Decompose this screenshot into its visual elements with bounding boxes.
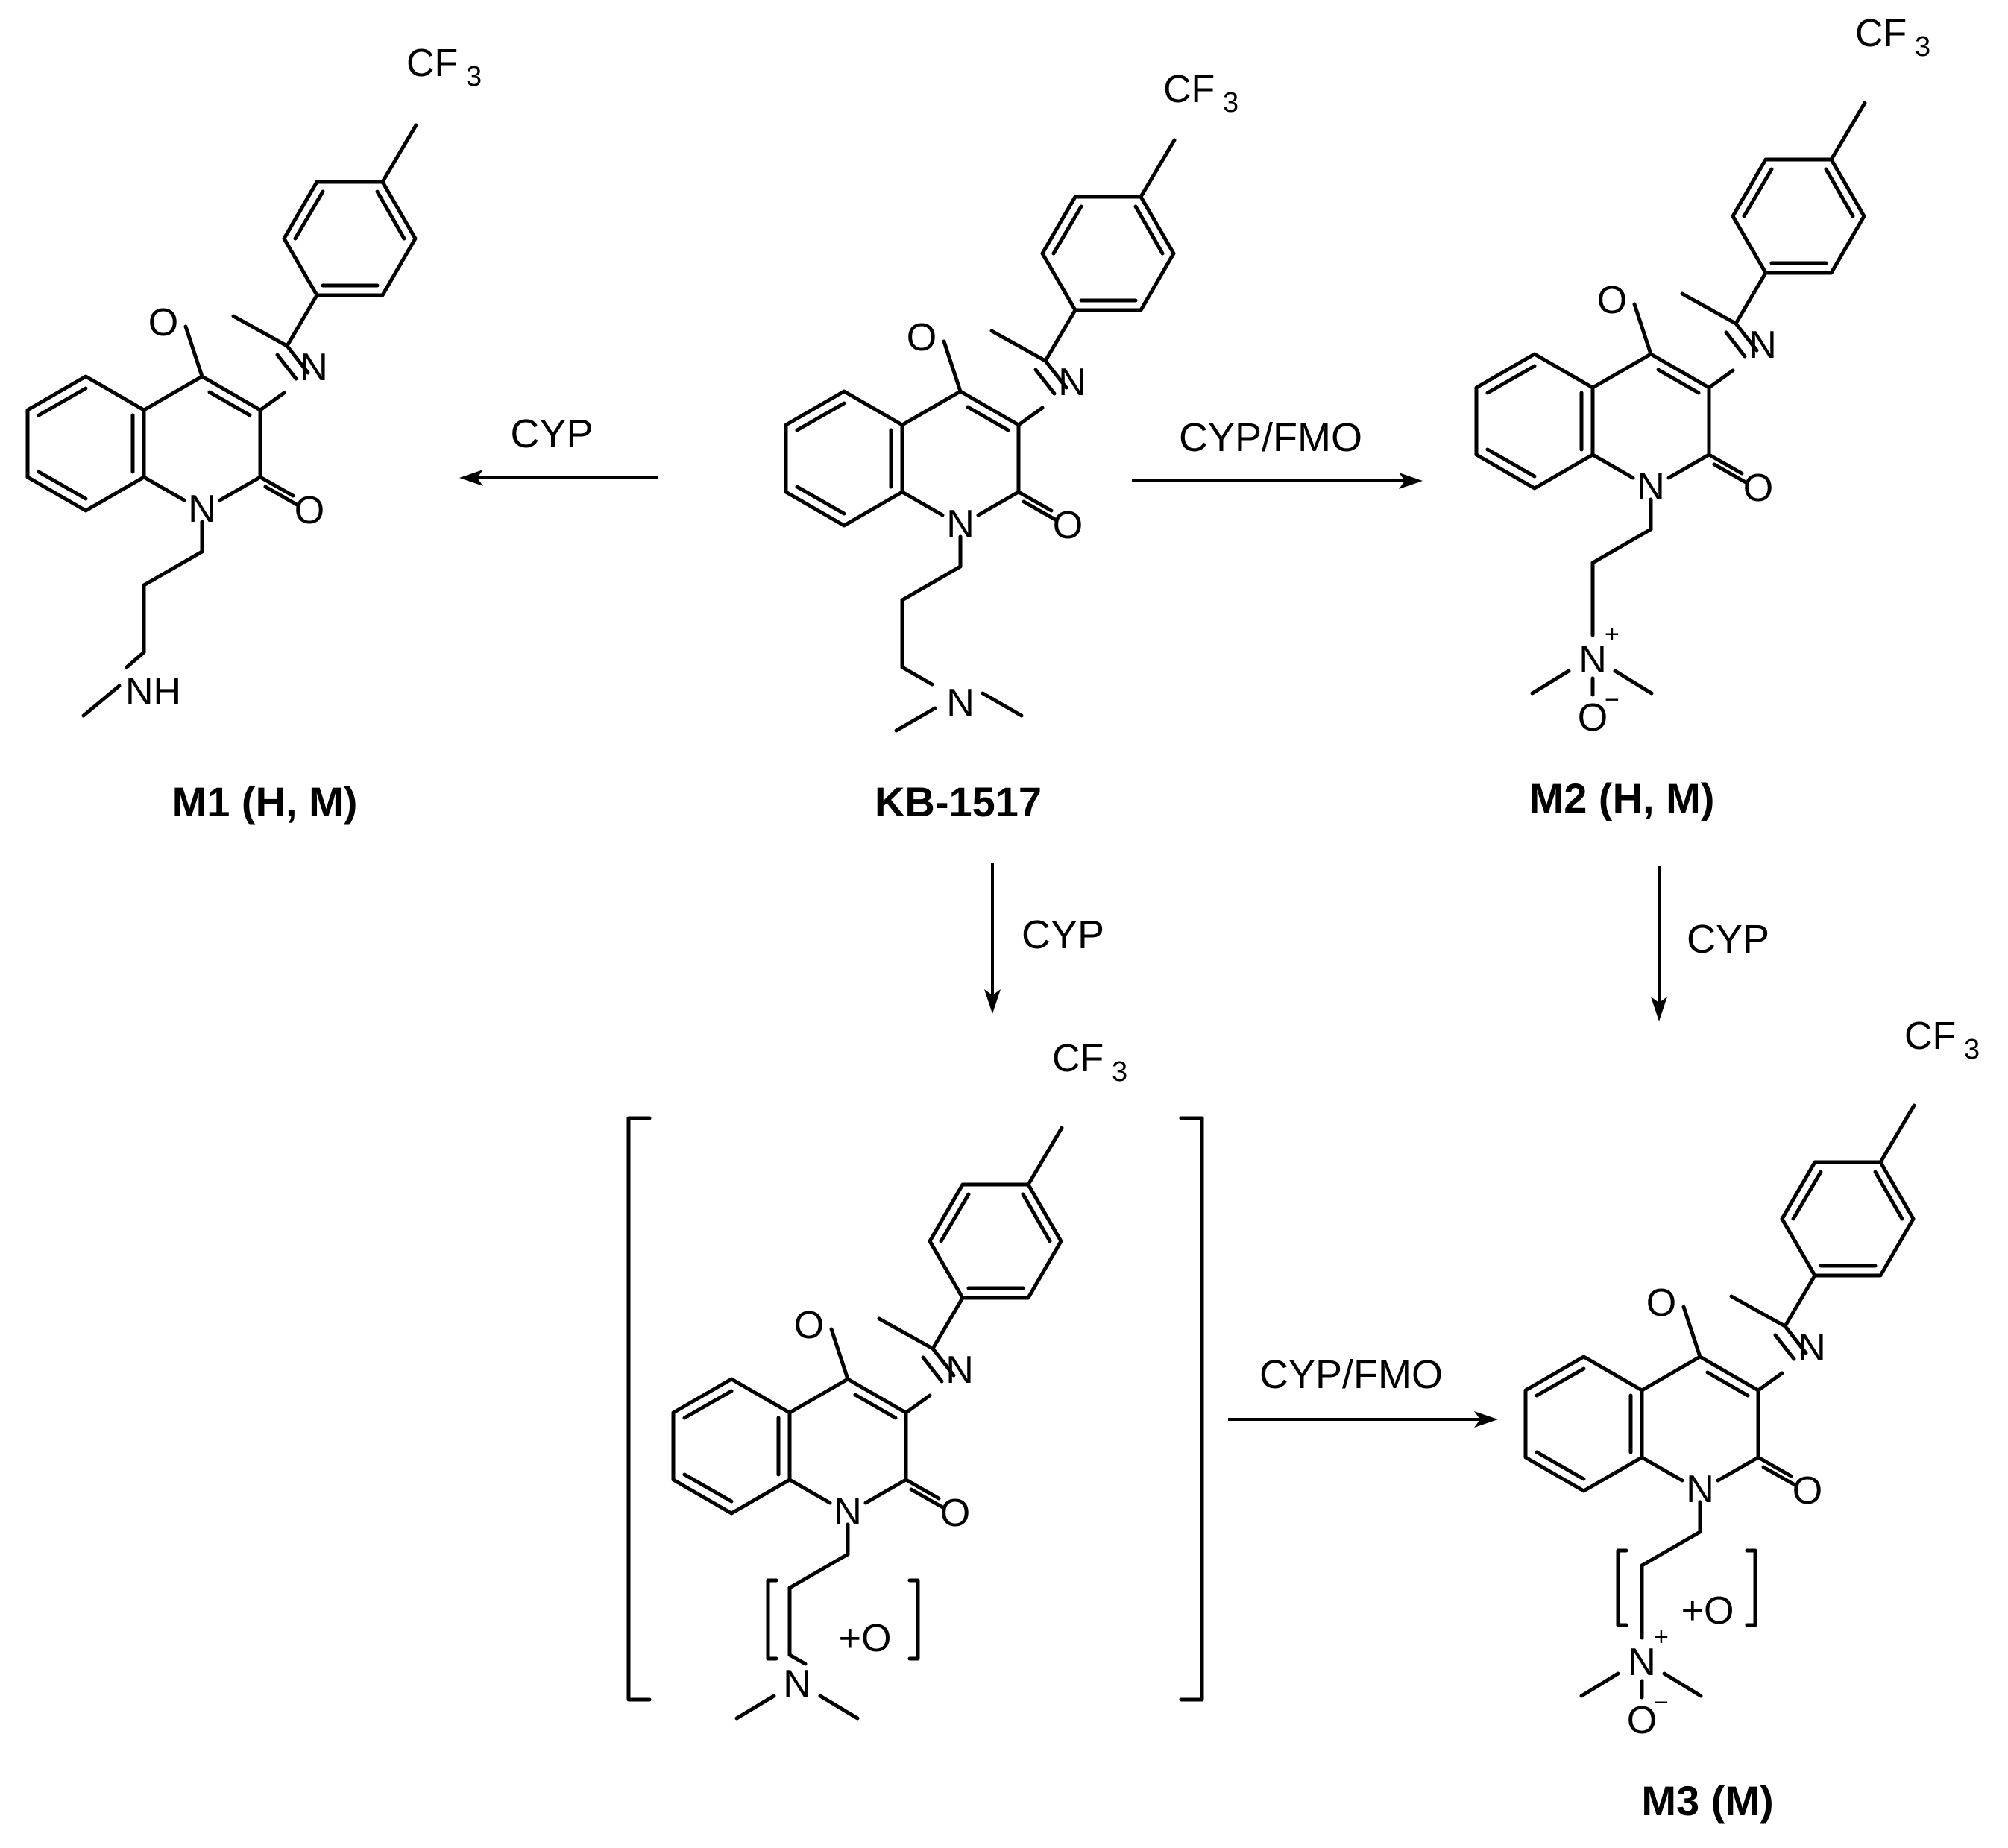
atom-subscript: 3	[466, 61, 482, 92]
label-m2: M2 (H, M)	[1529, 775, 1715, 821]
charge-minus: −	[1605, 686, 1620, 714]
atom-n: N	[946, 681, 975, 725]
condition-m2-to-m3: CYP	[1687, 917, 1769, 962]
atom-cf: CF	[1052, 1037, 1104, 1080]
atom-labels-intermediate: N O O N CF 3 N +O	[783, 1037, 1127, 1706]
atom-o: O	[940, 1492, 970, 1535]
molecule-kb-1517	[784, 138, 1177, 733]
atom-n: N	[945, 1349, 974, 1392]
atom-subscript: 3	[1964, 1034, 1980, 1065]
condition-to-intermediate: CYP	[1022, 912, 1104, 957]
atom-o: O	[148, 301, 178, 344]
atom-n: N	[834, 1490, 862, 1533]
charge-plus: +	[1654, 1623, 1669, 1651]
atom-cf: CF	[1163, 68, 1215, 111]
charge-minus: −	[1654, 1688, 1669, 1717]
condition-intermediate-to-m3: CYP/FMO	[1259, 1352, 1443, 1397]
atom-labels-kb-1517: N O O N CF 3 N	[907, 68, 1239, 725]
atom-o: O	[1597, 279, 1627, 322]
atom-n: N	[1798, 1326, 1826, 1369]
atom-n: N	[300, 346, 328, 389]
atom-n-plus: N	[1628, 1641, 1656, 1684]
atom-o-minus: O	[1578, 696, 1608, 739]
molecule-intermediate	[626, 1116, 1204, 1721]
condition-to-m1: CYP	[510, 411, 593, 456]
atom-n: N	[1637, 465, 1665, 508]
atom-subscript: 3	[1223, 87, 1239, 119]
atom-o: O	[1793, 1469, 1822, 1513]
atom-o: O	[794, 1304, 824, 1347]
atom-n: N	[1749, 324, 1777, 367]
atom-subscript: 3	[1112, 1056, 1127, 1088]
atom-n: N	[783, 1662, 811, 1706]
arrowhead	[1651, 997, 1667, 1021]
arrowhead	[1474, 1411, 1498, 1428]
atom-n: N	[946, 502, 975, 546]
atom-labels-m3: N O O N CF 3 +O N + O −	[1627, 1015, 1980, 1742]
atom-o: O	[1646, 1281, 1676, 1325]
arrowhead	[1399, 473, 1423, 489]
atom-o: O	[1743, 467, 1773, 510]
atom-o: O	[907, 316, 937, 359]
atom-n: N	[188, 488, 216, 531]
atom-subscript: 3	[1915, 31, 1930, 63]
condition-to-m2: CYP/FMO	[1179, 415, 1362, 460]
arrowhead	[459, 470, 483, 486]
atom-labels-m2: N O O N CF 3 N + O −	[1578, 12, 1930, 739]
oxidation-marker: +O	[839, 1617, 892, 1660]
atom-cf: CF	[1855, 12, 1907, 55]
label-m3: M3 (M)	[1641, 1777, 1773, 1824]
atom-n: N	[1686, 1468, 1714, 1511]
atom-o: O	[1053, 504, 1083, 547]
molecule-m1	[25, 123, 418, 718]
atom-o-minus: O	[1627, 1699, 1657, 1742]
label-m1: M1 (H, M)	[172, 778, 358, 825]
atom-n: N	[1058, 361, 1086, 404]
atom-cf: CF	[1904, 1015, 1956, 1058]
atom-o: O	[295, 489, 324, 532]
oxidation-marker: +O	[1681, 1589, 1734, 1633]
molecule-m2	[1474, 101, 1867, 697]
label-kb-1517: KB-1517	[875, 778, 1042, 825]
atom-n-plus: N	[1579, 638, 1607, 681]
charge-plus: +	[1605, 620, 1620, 649]
arrowhead	[984, 989, 1001, 1014]
molecule-m3	[1523, 1103, 1916, 1700]
arrows	[459, 470, 1667, 1428]
atom-labels-m1: N O O N CF 3 NH	[125, 42, 482, 713]
atom-nh: NH	[125, 670, 181, 713]
atom-cf: CF	[406, 42, 458, 85]
